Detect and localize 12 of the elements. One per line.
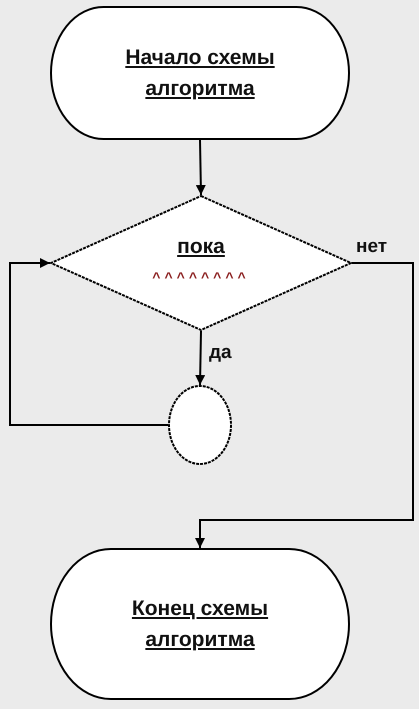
decision-diamond [50,195,352,331]
node-label: Начало схемы алгоритма [124,44,276,102]
flow-arrow [195,330,206,386]
flow-arrow [196,140,206,196]
fill-in-line: ^^^^^^^^ [152,268,250,285]
terminal-shape [50,6,350,140]
flow-arrow [195,262,414,548]
node-label: Конец схемы алгоритма [130,596,270,653]
node-label: пока [177,234,225,260]
connector-circle [168,385,232,465]
flow-arrow [9,258,168,426]
terminal-shape [50,548,350,700]
